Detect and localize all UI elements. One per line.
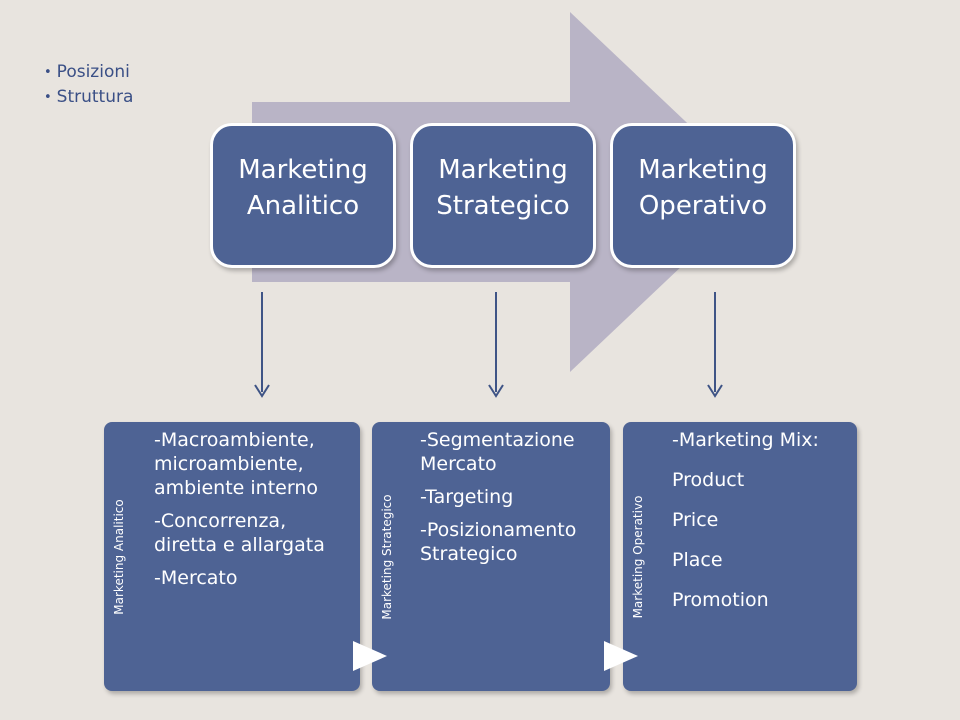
detail-item: -Mercato xyxy=(154,567,238,589)
detail-item: -Posizionamento Strategico xyxy=(420,519,577,565)
bullet-item: • Posizioni xyxy=(44,60,133,85)
bullet-item: • Struttura xyxy=(44,85,133,110)
detail-item: Price xyxy=(672,509,719,531)
vertical-label-text: Marketing Analitico xyxy=(112,498,126,615)
next-arrow-icon xyxy=(353,641,387,671)
detail-item: -Macroambiente, microambiente, ambiente … xyxy=(154,429,319,499)
bullet-list: • Posizioni • Struttura xyxy=(44,60,133,110)
box-title-line1: Marketing xyxy=(638,154,768,185)
detail-item: -Marketing Mix: xyxy=(672,429,819,451)
detail-list: -Segmentazione Mercato -Targeting -Posiz… xyxy=(420,428,604,575)
connector-arrowhead-operativo xyxy=(707,384,723,398)
bullet-text: Posizioni xyxy=(56,62,130,82)
bullet-dot-icon: • xyxy=(44,90,52,105)
detail-panel-analitico: Marketing Analitico -Macroambiente, micr… xyxy=(104,422,360,691)
detail-item: Place xyxy=(672,549,723,571)
connector-arrowhead-strategico xyxy=(488,384,504,398)
detail-panel-strategico: Marketing Strategico -Segmentazione Merc… xyxy=(372,422,610,691)
detail-item: -Concorrenza, diretta e allargata xyxy=(154,510,325,556)
box-title-line2: Analitico xyxy=(246,190,360,221)
detail-item: Promotion xyxy=(672,589,769,611)
detail-list: -Marketing Mix: Product Price Place Prom… xyxy=(672,428,851,628)
detail-item: -Segmentazione Mercato xyxy=(420,429,575,475)
box-marketing-strategico: Marketing Strategico xyxy=(410,123,596,268)
bullet-dot-icon: • xyxy=(44,65,52,80)
vertical-label: Marketing Analitico xyxy=(104,422,134,691)
connector-arrowhead-analitico xyxy=(254,384,270,398)
box-title-line1: Marketing xyxy=(238,154,368,185)
box-marketing-operativo: Marketing Operativo xyxy=(610,123,796,268)
detail-item: -Targeting xyxy=(420,486,514,508)
detail-list: -Macroambiente, microambiente, ambiente … xyxy=(154,428,354,599)
bullet-text: Struttura xyxy=(56,87,134,107)
box-title-line1: Marketing xyxy=(438,154,568,185)
vertical-label-text: Marketing Operativo xyxy=(631,495,645,618)
next-arrow-icon xyxy=(604,641,638,671)
box-marketing-analitico: Marketing Analitico xyxy=(210,123,396,268)
box-title-line2: Operativo xyxy=(638,190,768,221)
vertical-label-text: Marketing Strategico xyxy=(380,493,394,620)
detail-panel-operativo: Marketing Operativo -Marketing Mix: Prod… xyxy=(623,422,857,691)
box-title-line2: Strategico xyxy=(436,190,570,221)
detail-item: Product xyxy=(672,469,745,491)
